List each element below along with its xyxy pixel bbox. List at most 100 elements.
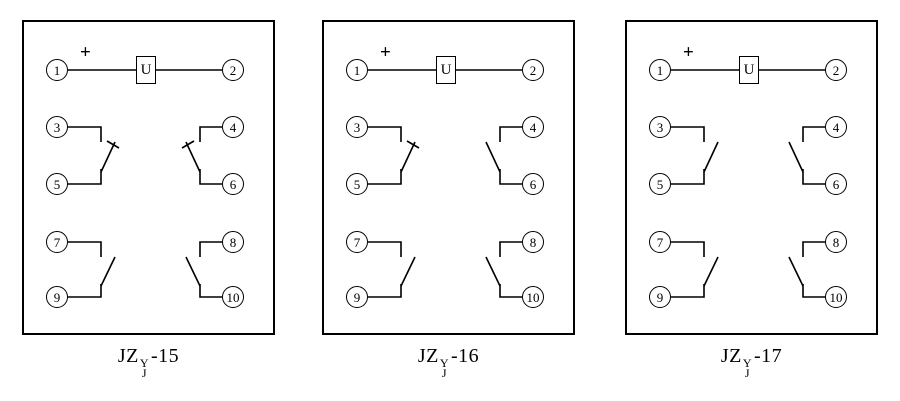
terminal-3: 3 — [46, 116, 68, 138]
contact-blade — [100, 141, 116, 173]
caption-suffix: -16 — [451, 345, 480, 367]
contact-blade — [788, 256, 804, 287]
polarity-plus-sign: + — [80, 42, 91, 63]
contact-upper-right — [485, 126, 522, 185]
terminal-2: 2 — [825, 59, 847, 81]
contact-lower-right — [185, 241, 222, 298]
contact-lower-left — [68, 241, 116, 298]
diagram-border-box: + U 1 2 3 4 5 6 7 8 9 10 — [625, 20, 878, 335]
contact-blade — [400, 256, 416, 287]
contact-blade — [703, 141, 719, 173]
contact-blade — [185, 256, 201, 287]
diagram-border-box: + U 1 2 3 4 5 6 7 8 9 10 — [22, 20, 275, 335]
contact-lower-right — [485, 241, 522, 298]
contact-wire — [68, 126, 102, 185]
contact-wire — [499, 241, 522, 298]
terminal-1: 1 — [46, 59, 68, 81]
terminal-1: 1 — [649, 59, 671, 81]
contact-upper-right — [788, 126, 825, 185]
terminal-6: 6 — [825, 173, 847, 195]
terminal-7: 7 — [649, 231, 671, 253]
contact-lower-left — [671, 241, 719, 298]
caption-superscript: Y — [439, 356, 449, 370]
caption-prefix: JZ — [417, 345, 439, 367]
wiring-svg — [68, 69, 222, 298]
contact-wire — [368, 241, 402, 298]
terminal-8: 8 — [825, 231, 847, 253]
contact-blade — [100, 256, 116, 287]
contact-wire — [199, 126, 222, 185]
terminal-4: 4 — [222, 116, 244, 138]
terminal-7: 7 — [46, 231, 68, 253]
contact-lower-right — [788, 241, 825, 298]
coil-label: U — [140, 61, 152, 78]
terminal-9: 9 — [649, 286, 671, 308]
caption-prefix: JZ — [720, 345, 742, 367]
contact-wire — [802, 126, 825, 185]
terminal-5: 5 — [649, 173, 671, 195]
caption-suffix: -15 — [151, 345, 180, 367]
terminal-2: 2 — [522, 59, 544, 81]
contact-upper-left — [368, 126, 420, 185]
contact-wire — [368, 126, 402, 185]
contact-wire — [671, 126, 705, 185]
terminal-6: 6 — [522, 173, 544, 195]
polarity-plus-sign: + — [683, 42, 694, 63]
contact-lower-left — [368, 241, 416, 298]
terminal-2: 2 — [222, 59, 244, 81]
terminal-1: 1 — [346, 59, 368, 81]
terminal-9: 9 — [46, 286, 68, 308]
contact-blade — [703, 256, 719, 287]
nc-tick-icon — [106, 140, 120, 149]
caption-prefix: JZ — [117, 345, 139, 367]
contact-wire — [499, 126, 522, 185]
coil-box: U — [436, 56, 456, 84]
caption-subscript: J — [744, 366, 750, 380]
terminal-10: 10 — [825, 286, 847, 308]
contact-upper-right — [181, 126, 222, 185]
caption-subscript: J — [441, 366, 447, 380]
terminal-9: 9 — [346, 286, 368, 308]
caption-superscript: Y — [742, 356, 752, 370]
terminal-6: 6 — [222, 173, 244, 195]
terminal-3: 3 — [346, 116, 368, 138]
contact-blade — [185, 141, 201, 173]
caption-superscript: Y — [139, 356, 149, 370]
terminal-5: 5 — [346, 173, 368, 195]
contact-upper-left — [68, 126, 120, 185]
terminal-4: 4 — [522, 116, 544, 138]
coil-label: U — [743, 61, 755, 78]
coil-box: U — [739, 56, 759, 84]
contact-blade — [788, 141, 804, 173]
caption-suffix: -17 — [754, 345, 783, 367]
contact-blade — [485, 141, 501, 173]
caption-subscript: J — [141, 366, 147, 380]
contact-blade — [485, 256, 501, 287]
terminal-5: 5 — [46, 173, 68, 195]
wiring-svg — [671, 69, 825, 298]
wiring-svg — [368, 69, 522, 298]
contact-wire — [802, 241, 825, 298]
contact-blade — [400, 141, 416, 173]
nc-tick-icon — [181, 140, 195, 149]
contact-wire — [199, 241, 222, 298]
contact-upper-left — [671, 126, 719, 185]
contact-wire — [68, 241, 102, 298]
polarity-plus-sign: + — [380, 42, 391, 63]
contact-wire — [671, 241, 705, 298]
terminal-8: 8 — [222, 231, 244, 253]
diagram-border-box: + U 1 2 3 4 5 6 7 8 9 10 — [322, 20, 575, 335]
terminal-3: 3 — [649, 116, 671, 138]
terminal-8: 8 — [522, 231, 544, 253]
terminal-10: 10 — [522, 286, 544, 308]
terminal-7: 7 — [346, 231, 368, 253]
